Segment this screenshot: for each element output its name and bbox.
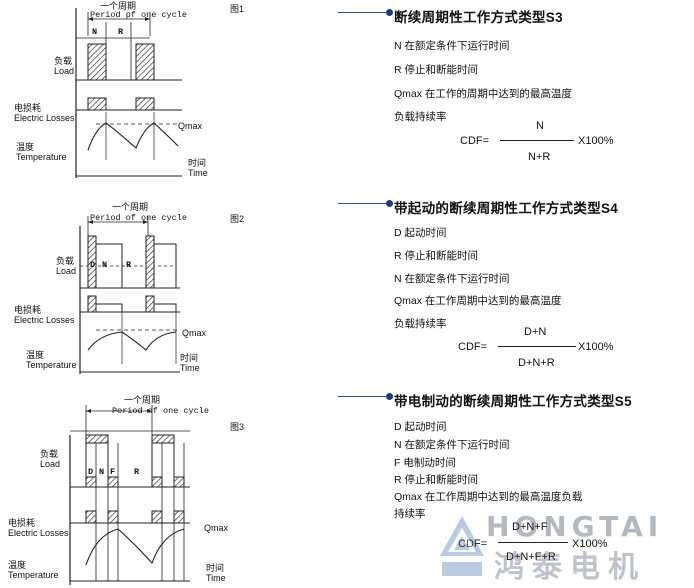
- segment-label: R: [134, 467, 140, 477]
- section-title: 带起动的断续周期性工作方式类型S4: [394, 201, 619, 216]
- section-title: 带电制动的断续周期性工作方式类型S5: [394, 394, 632, 409]
- time-label-cn: 时间: [188, 158, 207, 168]
- section-s4: 带起动的断续周期性工作方式类型S4 D 起动时间 R 停止和断能时间 N 在额定…: [338, 197, 694, 377]
- period-label-cn: 一个周期: [124, 395, 161, 405]
- cdf-label: CDF=: [458, 538, 487, 550]
- temperature-label-cn: 温度: [8, 560, 27, 570]
- temperature-label-en: Temperature: [16, 152, 67, 162]
- qmax-label: Qmax: [182, 328, 207, 338]
- definition-line: Qmax 在工作的周期中达到的最高温度: [394, 88, 572, 100]
- segment-label: D: [90, 260, 96, 270]
- definition-line: 负载持续率: [394, 318, 447, 330]
- definition-line: Qmax 在工作周期中达到的最高温度负载: [394, 491, 583, 503]
- cdf-label: CDF=: [460, 135, 490, 147]
- segment-label: N: [102, 260, 108, 270]
- figure-label: 图3: [230, 422, 245, 432]
- diagram-s4-drawing: [79, 216, 180, 374]
- load-label-en: Load: [54, 66, 75, 76]
- time-label-en: Time: [206, 573, 226, 583]
- load-label-en: Load: [56, 266, 77, 276]
- definition-line: R 停止和断能时间: [394, 250, 478, 262]
- period-label-en: Period of one cycle: [112, 406, 209, 416]
- segment-label: R: [126, 260, 132, 270]
- period-label-en: Period of one cycle: [90, 213, 187, 223]
- cdf-numerator: N: [536, 120, 544, 132]
- figure-label: 图2: [230, 214, 245, 224]
- loss-label-en: Electric Losses: [14, 315, 75, 325]
- definition-line: N 在额定条件下运行时间: [394, 439, 510, 451]
- diagram-s4: 一个周期 Period of one cycle 图2 D N R 负载 Loa…: [0, 200, 320, 385]
- diagram-s3-drawing: [75, 8, 182, 178]
- segment-label: N: [99, 467, 105, 477]
- time-label-cn: 时间: [206, 563, 225, 573]
- cdf-numerator: D+N+F: [512, 521, 548, 533]
- fraction-bar: [498, 542, 568, 543]
- loss-label-en: Electric Losses: [14, 113, 75, 123]
- temperature-label-en: Temperature: [26, 360, 77, 370]
- logo-brand-en: HONGTAI: [486, 510, 664, 543]
- figure-label: 图1: [230, 4, 245, 14]
- load-label-cn: 负载: [54, 56, 73, 66]
- cdf-denominator: D+N+R: [518, 357, 555, 369]
- period-label-en: Period pf one cycle: [90, 10, 187, 20]
- cdf-multiplier: X100%: [572, 538, 608, 550]
- cdf-denominator: D+N+F+R: [506, 551, 556, 563]
- section-s5: 带电制动的断续周期性工作方式类型S5 D 起动时间 N 在额定条件下运行时间 F…: [338, 390, 694, 588]
- logo-brand-cn: 鸿泰电机: [494, 550, 646, 585]
- cdf-label: CDF=: [458, 341, 488, 353]
- logo-triangle-icon: [440, 516, 484, 576]
- time-label-en: Time: [188, 168, 208, 178]
- cdf-multiplier: X100%: [578, 341, 614, 353]
- period-label-cn: 一个周期: [100, 1, 137, 11]
- definition-line: F 电制动时间: [394, 457, 456, 469]
- loss-label-cn: 电损耗: [14, 305, 42, 315]
- load-label-en: Load: [40, 459, 61, 469]
- definition-line: Qmax 在工作周期中达到的最高温度: [394, 295, 562, 307]
- fraction-bar: [500, 140, 574, 141]
- time-label-en: Time: [180, 363, 200, 373]
- definition-line: 持续率: [394, 508, 426, 520]
- section-title: 断续周期性工作方式类型S3: [394, 10, 563, 25]
- cdf-numerator: D+N: [524, 326, 547, 338]
- hongtai-logo: HONGTAI 鸿泰电机: [438, 508, 658, 585]
- fraction-bar: [498, 346, 576, 347]
- qmax-label: Qmax: [204, 523, 229, 533]
- load-label-cn: 负载: [40, 449, 59, 459]
- temperature-label-cn: 温度: [16, 142, 35, 152]
- segment-label: D: [88, 467, 94, 477]
- definition-line: N 在额定条件下运行时间: [394, 273, 510, 285]
- bullet-dot-icon: [338, 393, 393, 400]
- bullet-dot-icon: [338, 9, 393, 16]
- load-label-cn: 负载: [56, 256, 75, 266]
- diagram-s3: 一个周期 Period pf one cycle 图1 N R 负载 Load …: [0, 0, 320, 190]
- qmax-label: Qmax: [178, 121, 203, 131]
- segment-label: N: [92, 27, 98, 37]
- definition-line: D 起动时间: [394, 421, 447, 433]
- temperature-label-cn: 温度: [26, 350, 45, 360]
- time-label-cn: 时间: [180, 353, 199, 363]
- segment-label: F: [110, 467, 116, 477]
- loss-label-en: Electric Losses: [8, 528, 69, 538]
- diagram-s5: 一个周期 Period of one cycle 图3 D N F R 负载 L…: [0, 395, 320, 588]
- diagram-s5-drawing: [69, 405, 190, 585]
- definition-line: N 在额定条件下运行时间: [394, 40, 510, 52]
- definition-line: R 停止和断能时间: [394, 474, 478, 486]
- definition-line: R 停止和断能时间: [394, 64, 478, 76]
- temperature-label-en: Temperature: [8, 570, 59, 580]
- definition-line: D 起动时间: [394, 227, 447, 239]
- section-s3: 断续周期性工作方式类型S3 N 在额定条件下运行时间 R 停止和断能时间 Qma…: [338, 6, 694, 176]
- loss-label-cn: 电损耗: [14, 103, 42, 113]
- period-label-cn: 一个周期: [112, 202, 149, 212]
- cdf-multiplier: X100%: [578, 135, 614, 147]
- definition-line: 负载持续率: [394, 111, 447, 123]
- cdf-denominator: N+R: [528, 151, 551, 163]
- segment-label: R: [118, 27, 124, 37]
- bullet-dot-icon: [338, 200, 393, 207]
- loss-label-cn: 电损耗: [8, 518, 36, 528]
